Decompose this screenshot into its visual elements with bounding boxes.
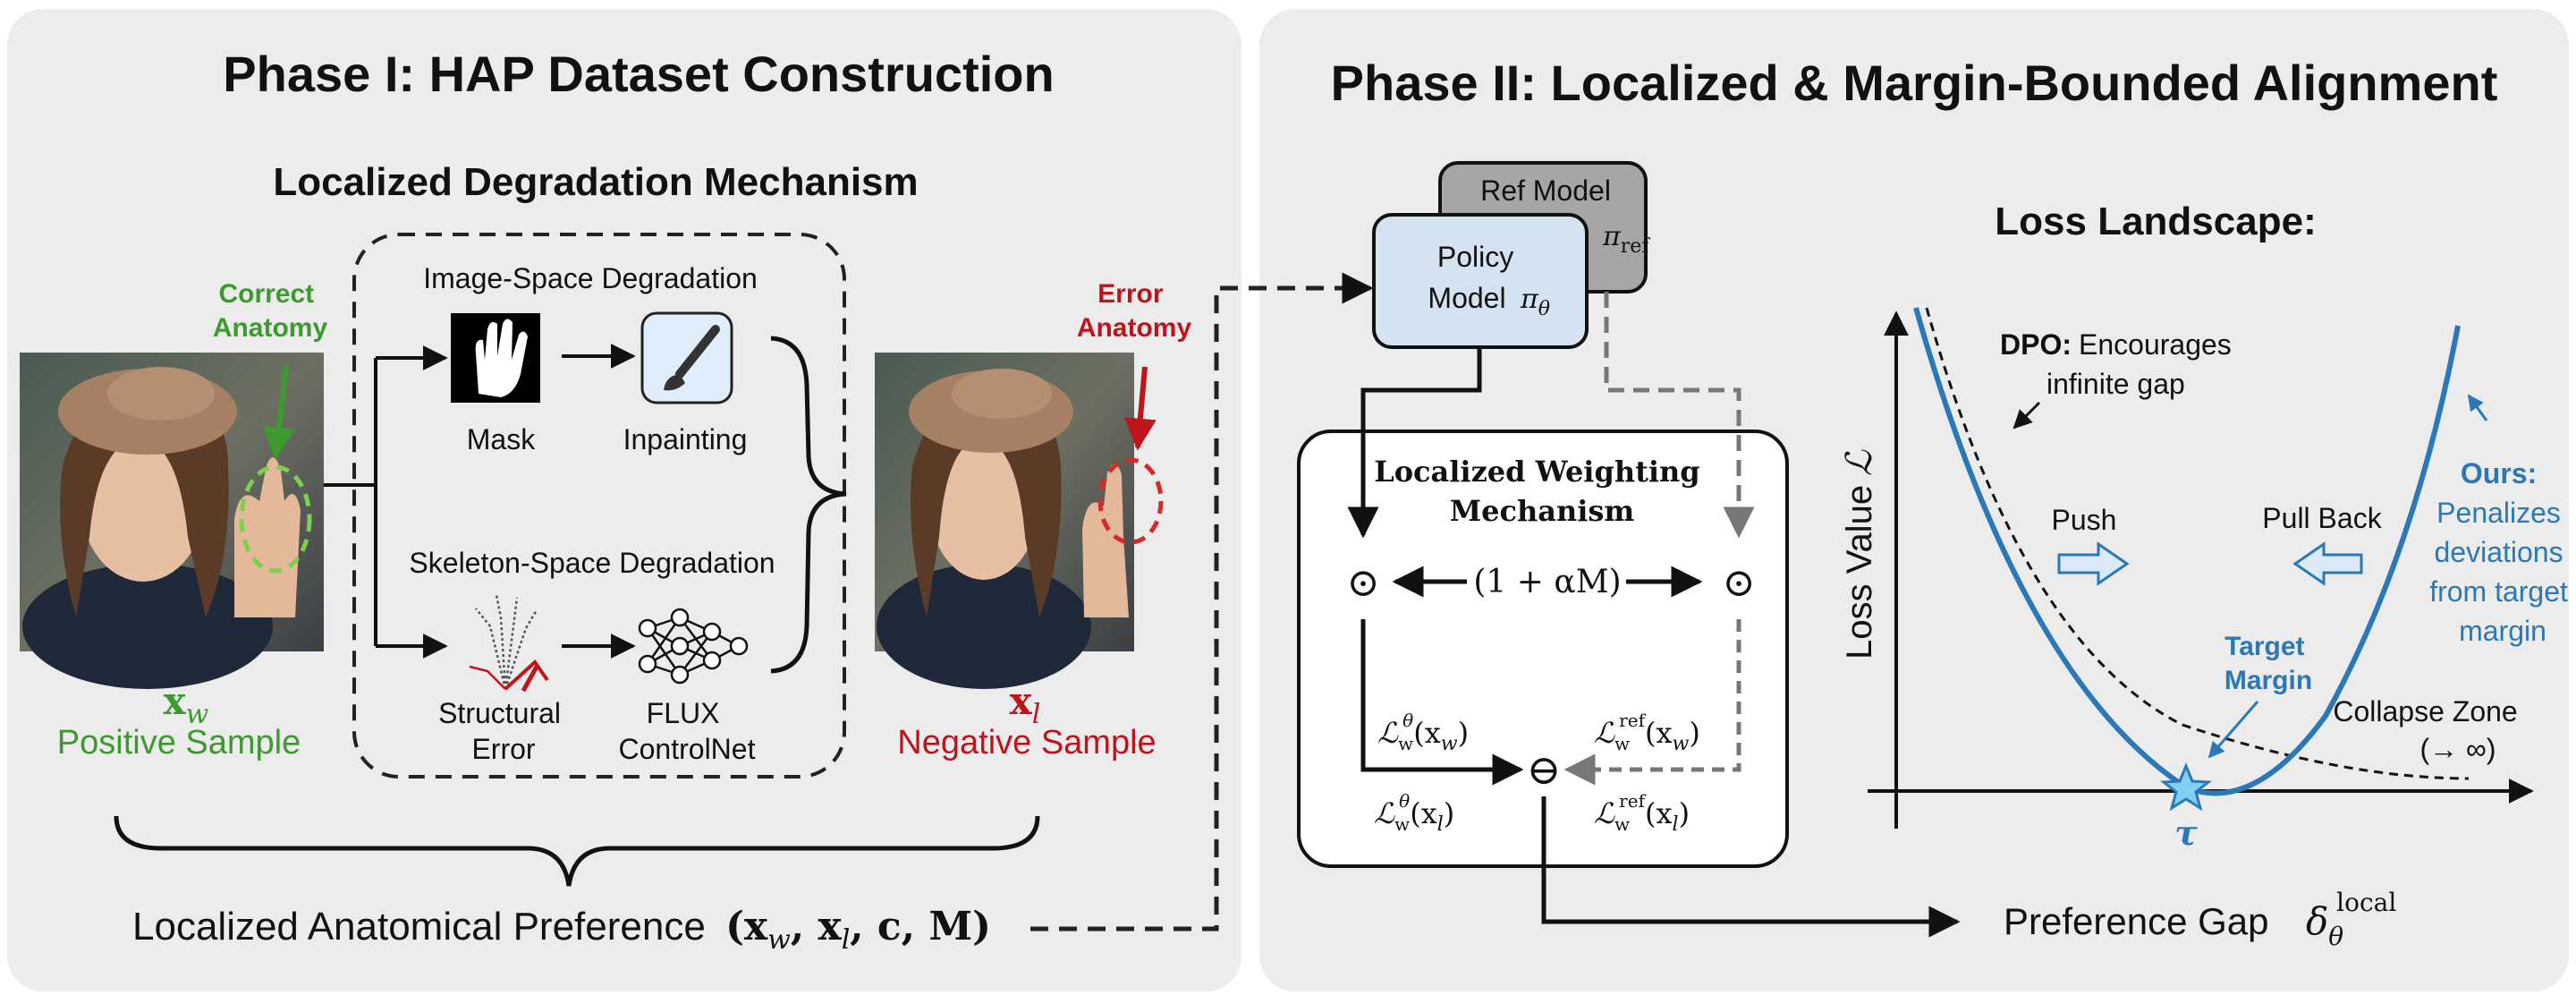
pull-back-label: Pull Back — [2262, 502, 2382, 534]
error-anatomy-label: Error Anatomy — [1077, 279, 1192, 343]
positive-sample-image — [20, 353, 324, 689]
image-space-label: Image-Space Degradation — [423, 262, 758, 294]
skeleton-icon — [469, 594, 549, 693]
push-arrow — [2057, 541, 2130, 586]
phase1-panel — [7, 9, 1241, 991]
dataset-to-policy-connector — [1030, 272, 1374, 932]
dpo-curve — [1925, 307, 2470, 780]
structural-error-label: Structural Error — [438, 697, 569, 765]
ours-curve — [1913, 307, 2461, 796]
tau-label: τ — [2174, 813, 2198, 853]
correct-hand-highlight — [239, 464, 312, 574]
policy-model-box — [1372, 213, 1589, 349]
pi-ref-label: πref — [1602, 221, 1650, 258]
ref-to-odot-line — [1604, 292, 1755, 539]
push-label: Push — [2052, 504, 2117, 536]
theta-to-ominus-line — [1360, 619, 1524, 786]
loss-ref-l: ℒwref(xl) — [1594, 790, 1690, 836]
correct-arrow — [262, 364, 295, 460]
positive-sample-label: Positive Sample — [57, 724, 301, 762]
odot-left: ⊙ — [1347, 560, 1380, 606]
phase2-title: Phase II: Localized & Margin-Bounded Ali… — [1331, 55, 2498, 111]
correct-anatomy-label: Correct Anatomy — [213, 279, 328, 343]
loss-ref-w: ℒwref(xw) — [1594, 710, 1700, 755]
flux-controlnet-label: FLUX ControlNet — [619, 697, 756, 765]
error-hand-highlight — [1097, 457, 1164, 545]
collapse-zone-label: Collapse Zone (→ ∞) — [2333, 695, 2525, 765]
bottom-brace — [114, 815, 1040, 887]
target-margin-label: Target Margin — [2224, 632, 2312, 695]
target-margin-pointer — [2207, 701, 2259, 759]
odot-right: ⊙ — [1723, 560, 1756, 606]
negative-sample-image — [875, 353, 1134, 689]
ominus-to-gap-line — [1541, 796, 1961, 938]
target-star-icon — [2159, 762, 2213, 812]
loss-theta-w: ℒwθ(xw) — [1377, 710, 1469, 755]
error-arrow — [1123, 366, 1157, 451]
ominus: ⊖ — [1527, 745, 1562, 794]
dpo-pointer — [2012, 401, 2041, 430]
ours-pointer — [2467, 394, 2488, 421]
pi-theta-label: πθ — [1520, 284, 1550, 320]
loss-theta-l: ℒwθ(xl) — [1374, 790, 1454, 836]
weighting-title: Localized Weighting Mechanism — [1374, 455, 1710, 528]
preference-label: Localized Anatomical Preference (xw, xl,… — [132, 904, 991, 956]
weight-expression: (1 + αM) — [1473, 564, 1621, 600]
ref-model-label: Ref Model — [1480, 174, 1611, 207]
skeleton-space-label: Skeleton-Space Degradation — [409, 547, 775, 579]
mask-label: Mask — [467, 423, 536, 455]
neural-network-icon — [638, 608, 749, 685]
merge-brace — [770, 336, 847, 674]
delta-label: δθlocal — [2306, 888, 2396, 951]
inpainting-label: Inpainting — [623, 423, 748, 455]
policy-model-label: Policy Model — [1428, 241, 1521, 314]
negative-sample-label: Negative Sample — [897, 724, 1156, 762]
brush-icon — [640, 311, 733, 404]
preference-gap-label: Preference Gap — [2004, 900, 2269, 942]
y-axis-label: Loss Valueℒ — [1839, 449, 1880, 659]
policy-to-odot-line — [1347, 347, 1482, 539]
pull-back-arrow — [2292, 541, 2363, 586]
xw-label: xw — [164, 679, 209, 730]
loss-landscape-title: Loss Landscape: — [1995, 200, 2316, 243]
mask-icon — [451, 313, 540, 403]
phase1-subtitle: Localized Degradation Mechanism — [273, 160, 918, 204]
degradation-box — [352, 233, 846, 779]
branch-lines — [324, 358, 377, 646]
ref-to-ominus-line — [1563, 619, 1741, 786]
phase1-title: Phase I: HAP Dataset Construction — [223, 46, 1054, 102]
ours-label: Ours: Penalizes deviations from target m… — [2429, 457, 2576, 647]
xl-label: xl — [1010, 679, 1041, 730]
